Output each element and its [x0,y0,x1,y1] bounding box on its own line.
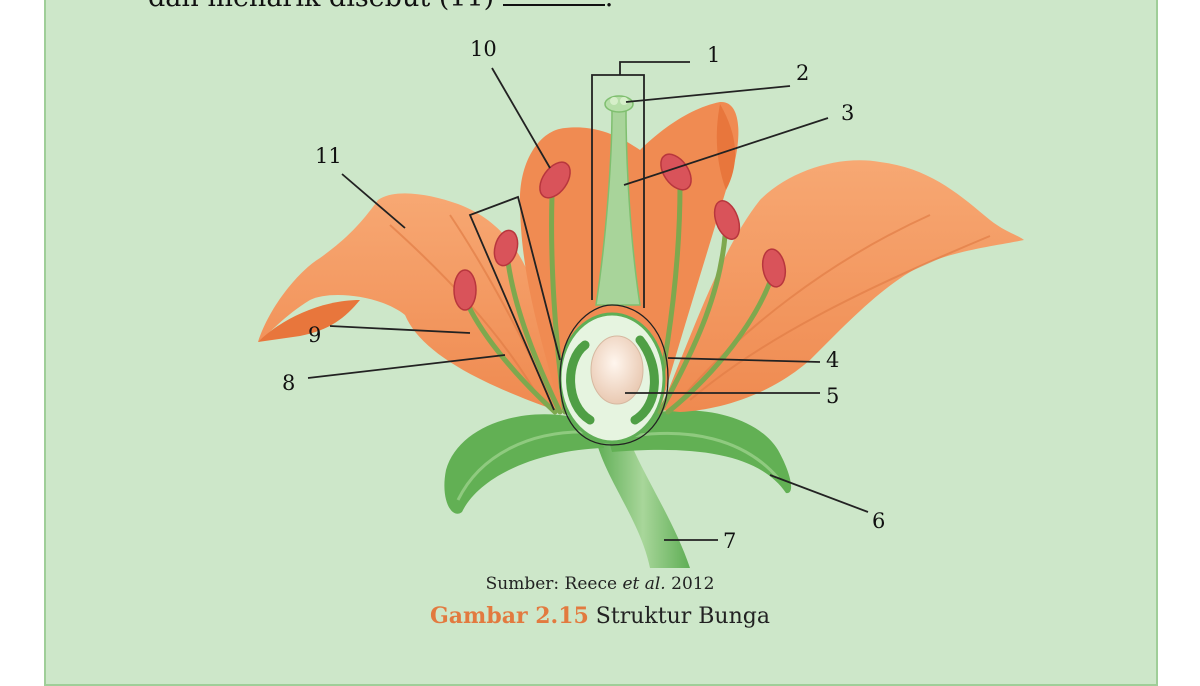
label-3: 3 [841,101,854,125]
label-9: 9 [308,323,321,347]
label-6: 6 [872,509,885,533]
pistil-bracket-tick [619,61,690,75]
label-1: 1 [707,43,720,67]
label-5: 5 [826,384,839,408]
figure-number: Gambar 2.15 [430,603,589,629]
label-2: 2 [796,61,809,85]
source-prefix: Sumber: Reece [485,574,623,594]
ovary-wall-left [566,340,595,425]
sepal-left-vein [456,430,591,501]
ovule [590,335,644,405]
ovary-outline [559,304,669,446]
stigma [604,95,634,113]
figure-source: Sumber: Reece et al. 2012 [0,574,1200,594]
answer-blank [502,0,605,6]
label-10: 10 [470,37,497,61]
stigma-lobe [610,97,618,105]
sepal-right [606,410,792,494]
source-etal: et al. [622,574,666,594]
label-7: 7 [723,529,736,553]
figure-caption: Gambar 2.15 Struktur Bunga [0,603,1200,629]
leader-lines [307,67,869,541]
stigma-lobe [620,97,628,105]
stem [596,436,690,568]
pistil-bracket [591,74,645,308]
question-period: . [605,0,614,13]
label-11: 11 [315,144,342,168]
label-4: 4 [826,348,839,372]
ovary-wall-right [630,335,659,425]
stamen-bracket [468,195,561,411]
question-line: dan menarik disebut (11) [148,0,494,13]
source-year: 2012 [665,574,715,594]
petal-fold-right [716,104,736,190]
anthers [453,153,787,311]
label-8: 8 [282,371,295,395]
question-text: dan menarik disebut (11) . [148,0,613,13]
sepal-left [444,414,604,514]
figure-title: Struktur Bunga [588,604,770,629]
petal-fold-left [258,300,360,342]
petal-right [660,160,1024,412]
pistil-style [595,109,641,306]
